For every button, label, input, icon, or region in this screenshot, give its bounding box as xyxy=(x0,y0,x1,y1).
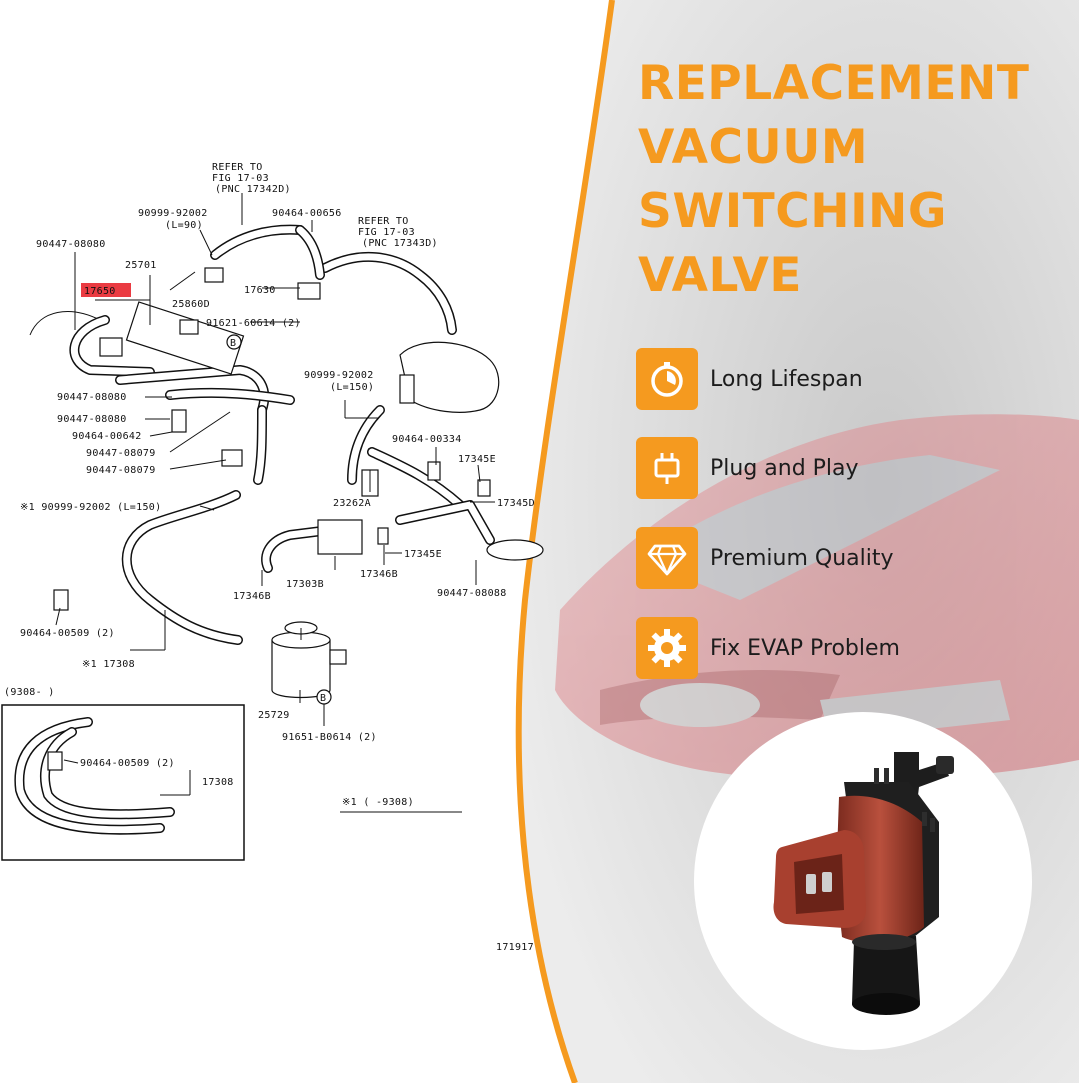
label-17345d: 17345D xyxy=(497,498,535,509)
label-91651-b0614: 91651-B0614 (2) xyxy=(282,732,377,743)
feature-label: Premium Quality xyxy=(710,545,894,571)
highlighted-part-box xyxy=(81,283,131,297)
label-90999-92002: (L=90) xyxy=(165,220,203,231)
label-25701: 25701 xyxy=(125,260,157,271)
label-inset-range: (9308- ) xyxy=(4,687,55,698)
feature-label: Long Lifespan xyxy=(710,366,863,392)
label-refer-2: (PNC 17343D) xyxy=(362,238,438,249)
diagram-labels: REFER TO FIG 17-03 (PNC 17342D) 90999-92… xyxy=(4,162,535,953)
label-17630: 17630 xyxy=(244,285,276,296)
label-90999-92002-l150: 90999-92002 xyxy=(304,370,374,381)
b-marker: B B xyxy=(226,334,332,705)
label-25729: 25729 xyxy=(258,710,290,721)
label-25860d: 25860D xyxy=(172,299,210,310)
car-silhouette xyxy=(555,414,1079,781)
label-90447-08080: 90447-08080 xyxy=(36,239,106,250)
b-marker-text: B xyxy=(320,693,326,704)
label-91621-60614: 91621-60614 (2) xyxy=(206,318,301,329)
b-marker-text: B xyxy=(230,338,236,349)
label-17345e: 17345E xyxy=(404,549,442,560)
label-90447-08088: 90447-08088 xyxy=(437,588,507,599)
title-line: VACUUM xyxy=(638,120,869,175)
label-17345e: 17345E xyxy=(458,454,496,465)
label-23262a: 23262A xyxy=(333,498,371,509)
timer-icon xyxy=(636,348,698,410)
label-90447-08079: 90447-08079 xyxy=(86,465,156,476)
feature-label: Fix EVAP Problem xyxy=(710,635,900,661)
label-90447-08079: 90447-08079 xyxy=(86,448,156,459)
title-line: REPLACEMENT xyxy=(638,56,1030,111)
label-17308: ※1 17308 xyxy=(82,659,135,670)
title-line: VALVE xyxy=(638,248,803,303)
label-refer-2: FIG 17-03 xyxy=(358,227,415,238)
leader-lines xyxy=(55,193,495,726)
label-figure-number: 171917 xyxy=(496,942,534,953)
hose-lines xyxy=(29,224,495,645)
label-90999-92002-l150: (L=150) xyxy=(330,382,374,393)
title-line: SWITCHING xyxy=(638,184,947,239)
label-17303b: 17303B xyxy=(286,579,324,590)
feature-plug-and-play: Plug and Play xyxy=(636,437,859,499)
label-90464-00656: 90464-00656 xyxy=(272,208,342,219)
label-17346b: 17346B xyxy=(360,569,398,580)
feature-premium-quality: Premium Quality xyxy=(636,527,894,589)
label-90464-00509: 90464-00509 (2) xyxy=(80,758,175,769)
label-17308: 17308 xyxy=(202,777,234,788)
label-footnote: ※1 ( -9308) xyxy=(342,797,414,808)
vacuum-valve-icon xyxy=(773,752,954,1015)
label-refer-1: (PNC 17342D) xyxy=(215,184,291,195)
product-image xyxy=(694,712,1032,1050)
label-refer-2: REFER TO xyxy=(358,216,409,227)
label-17650: 17650 xyxy=(84,286,116,297)
label-90447-08080: 90447-08080 xyxy=(57,392,127,403)
orange-swoosh xyxy=(515,0,615,1083)
inset-box xyxy=(1,704,245,861)
diamond-icon xyxy=(636,527,698,589)
label-90464-00509: 90464-00509 (2) xyxy=(20,628,115,639)
feature-fix-evap: Fix EVAP Problem xyxy=(636,617,900,679)
product-title: REPLACEMENT VACUUM SWITCHING VALVE xyxy=(638,52,1068,308)
label-90464-00642: 90464-00642 xyxy=(72,431,142,442)
plug-icon xyxy=(636,437,698,499)
gear-icon xyxy=(636,617,698,679)
feature-long-lifespan: Long Lifespan xyxy=(636,348,863,410)
label-refer-1: REFER TO xyxy=(212,162,263,173)
label-90447-08080: 90447-08080 xyxy=(57,414,127,425)
label-refer-1: FIG 17-03 xyxy=(212,173,269,184)
label-90999-92002-long: ※1 90999-92002 (L=150) xyxy=(20,502,161,513)
label-90999-92002: 90999-92002 xyxy=(138,208,208,219)
label-17346b: 17346B xyxy=(233,591,271,602)
parts xyxy=(53,267,544,699)
feature-label: Plug and Play xyxy=(710,455,859,481)
label-90464-00334: 90464-00334 xyxy=(392,434,462,445)
